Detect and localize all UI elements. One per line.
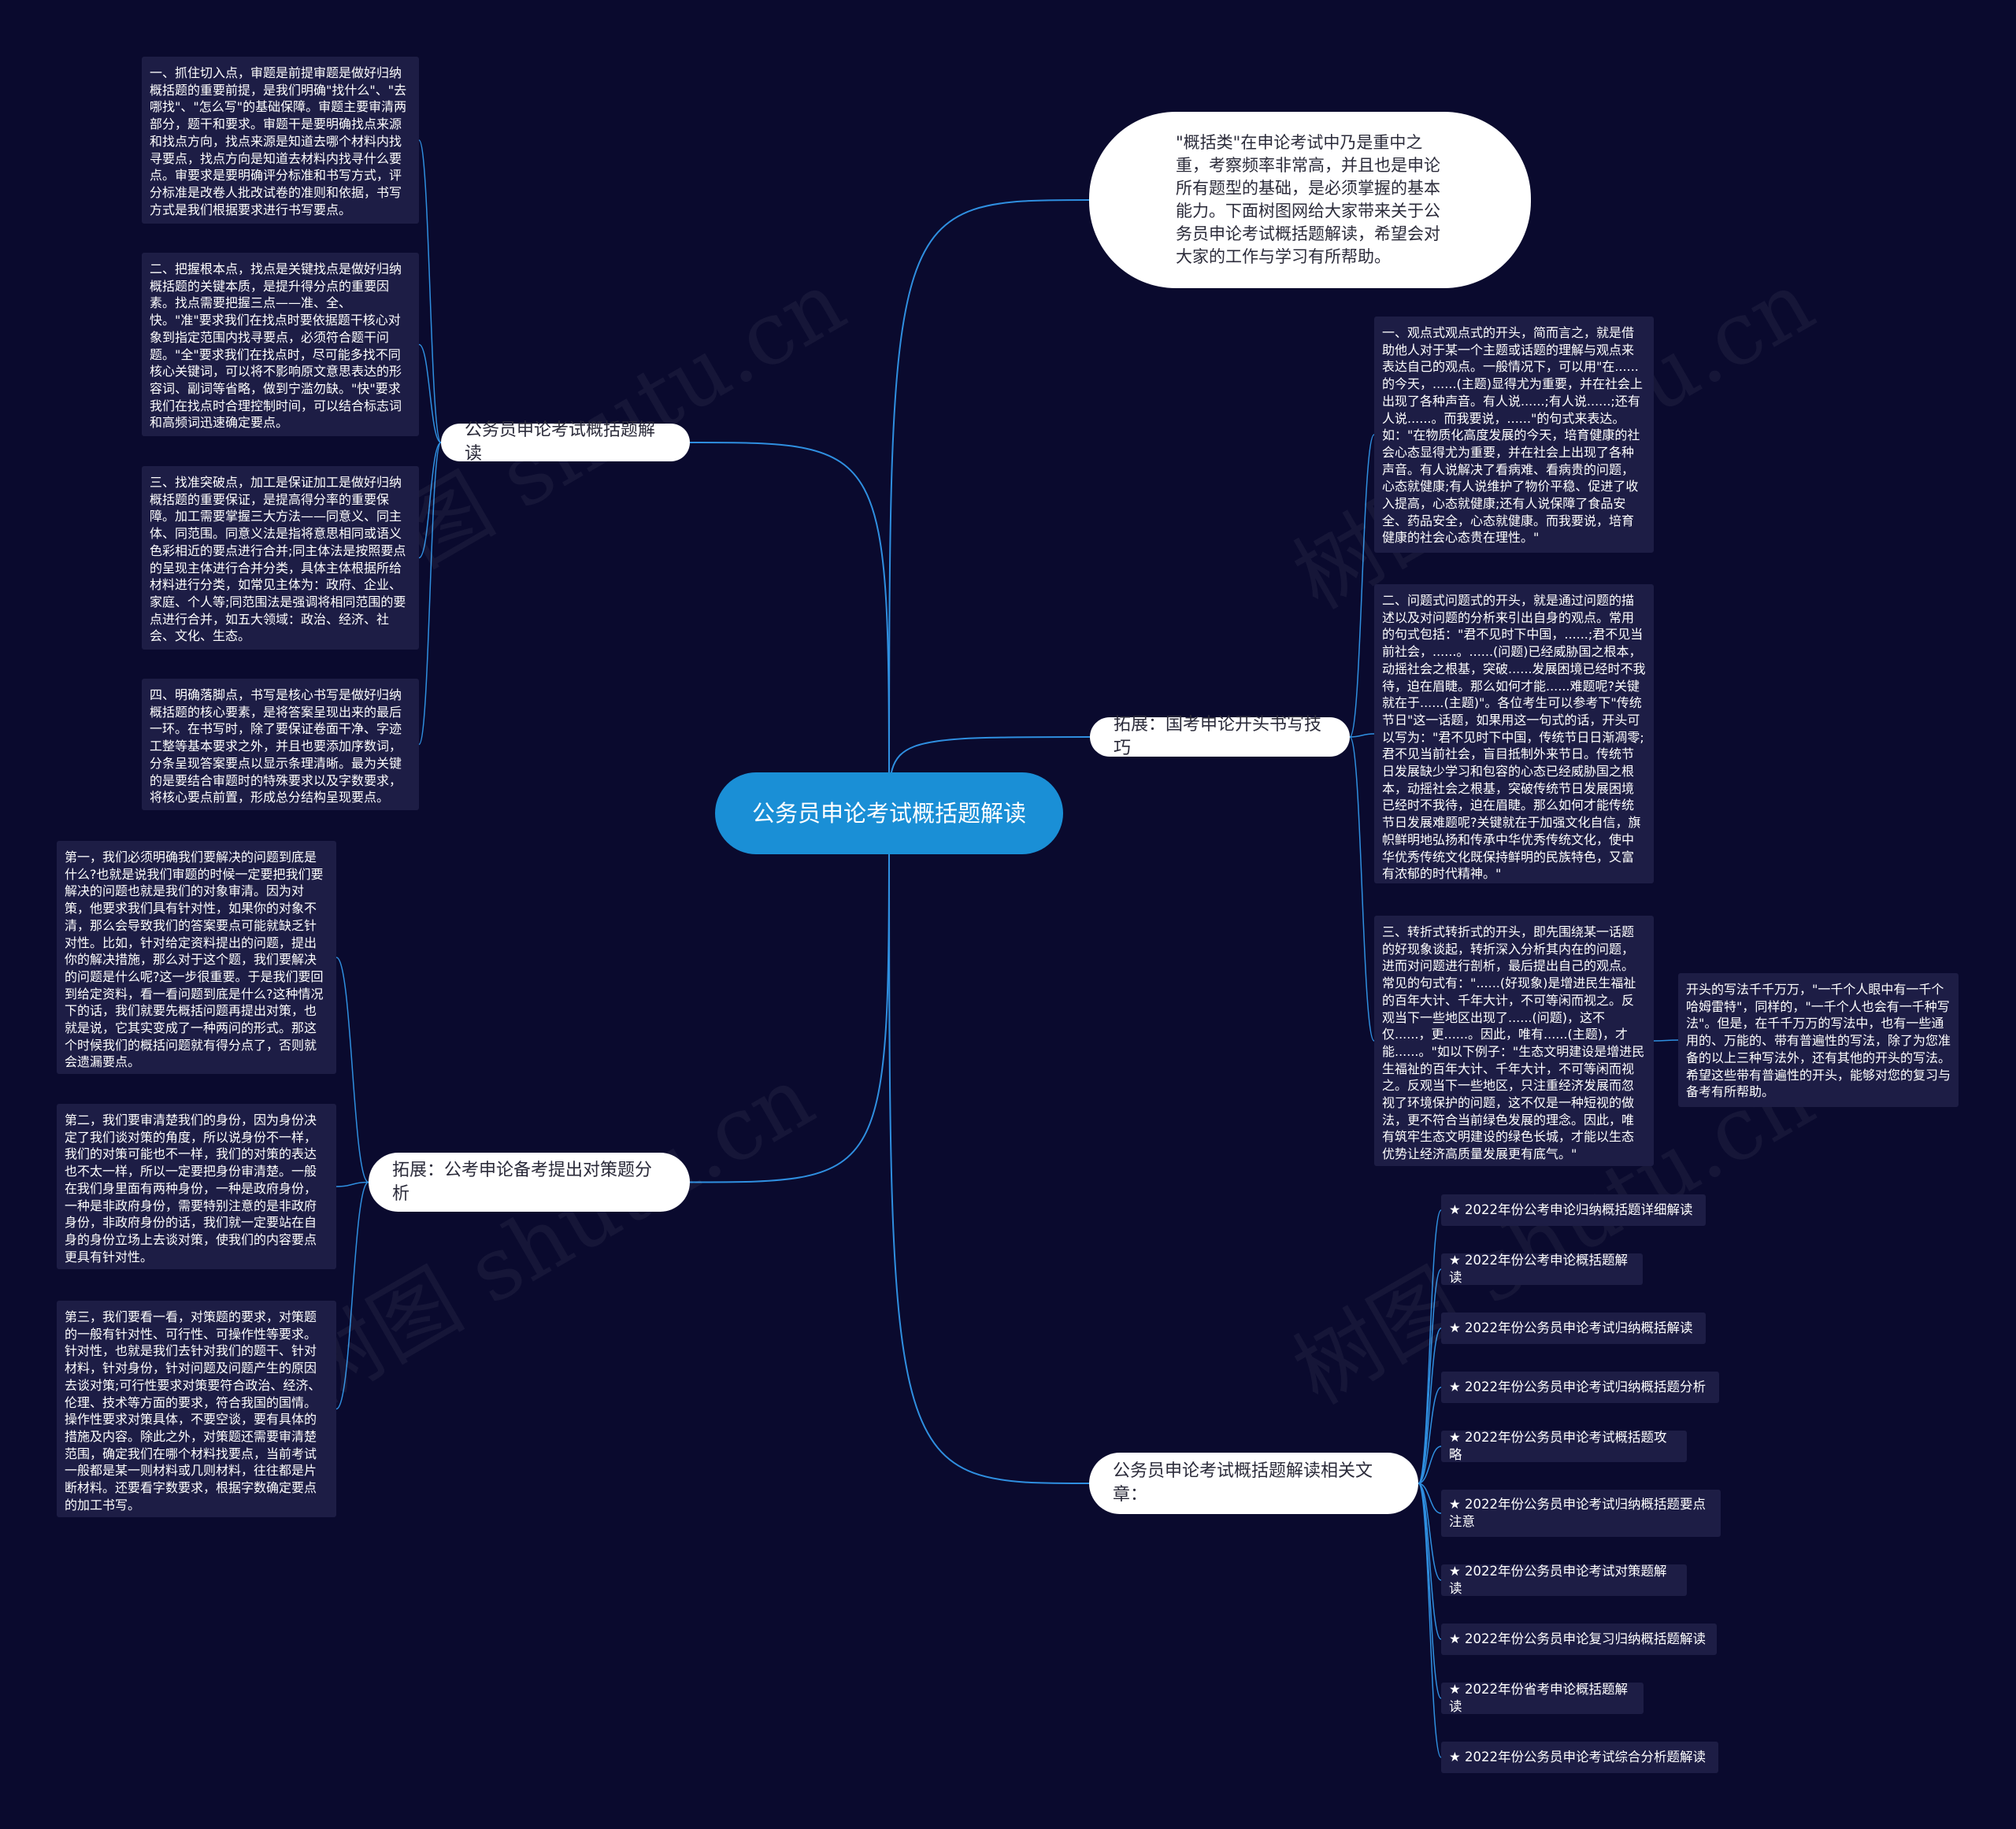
related-article-link[interactable]: ★ 2022年份公务员申论考试概括题攻略 — [1441, 1430, 1687, 1462]
related-article-link[interactable]: ★ 2022年份公务员申论复习归纳概括题解读 — [1441, 1624, 1717, 1655]
connector-line — [418, 442, 442, 746]
branch-policy-analysis[interactable]: 拓展：公考申论备考提出对策题分析 — [369, 1153, 690, 1212]
branch-related-articles[interactable]: 公务员申论考试概括题解读相关文章： — [1089, 1453, 1418, 1514]
related-article-link[interactable]: ★ 2022年份省考申论概括题解读 — [1441, 1682, 1644, 1714]
connector-line — [1349, 733, 1375, 738]
connector-line — [1418, 1483, 1442, 1514]
opening-style-viewpoint: 一、观点式观点式的开头，简而言之，就是借助他人对于某一个主题或话题的理解与观点来… — [1374, 317, 1654, 553]
connector-line — [1418, 1483, 1442, 1581]
opening-style-turning: 三、转折式转折式的开头，即先围绕某一话题的好现象谈起，转折深入分析其内在的问题，… — [1374, 916, 1654, 1166]
connector-line — [1349, 736, 1375, 1042]
connector-line — [335, 1181, 369, 1410]
connector-line — [1349, 434, 1375, 738]
central-topic[interactable]: 公务员申论考试概括题解读 — [715, 772, 1063, 854]
related-article-link[interactable]: ★ 2022年份公务员申论考试归纳概括解读 — [1441, 1313, 1706, 1344]
connector-line — [1418, 1483, 1442, 1699]
opening-style-question: 二、问题式问题式的开头，就是通过问题的描述以及对问题的分析来引出自身的观点。常用… — [1374, 584, 1654, 883]
connector-line — [1418, 1209, 1442, 1484]
interpret-point-2: 二、把握根本点，找点是关键找点是做好归纳概括题的关键本质，是提升得分点的重要因素… — [142, 253, 419, 436]
related-article-link[interactable]: ★ 2022年份公务员申论考试综合分析题解读 — [1441, 1742, 1718, 1773]
connector-line — [1418, 1387, 1442, 1484]
connector-line — [335, 957, 369, 1183]
policy-point-3: 第三，我们要看一看，对策题的要求，对策题的一般有针对性、可行性、可操作性等要求。… — [57, 1301, 336, 1517]
related-article-link[interactable]: ★ 2022年份公务员申论考试归纳概括题要点注意 — [1441, 1490, 1721, 1537]
connector-line — [1418, 1327, 1442, 1484]
connector-line — [1653, 1039, 1679, 1042]
opening-note: 开头的写法千千万万，"一千个人眼中有一千个哈姆雷特"，同样的，"一千个人也会有一… — [1678, 973, 1959, 1107]
connector-line — [888, 813, 1090, 1484]
connector-line — [1418, 1268, 1442, 1484]
branch-opening-skills[interactable]: 拓展：国考申论开头书写技巧 — [1090, 715, 1350, 758]
connector-line — [888, 199, 1090, 814]
connector-line — [418, 343, 442, 443]
connector-line — [418, 139, 442, 443]
intro-bubble[interactable]: "概括类"在申论考试中乃是重中之重，考察频率非常高，并且也是申论所有题型的基础，… — [1089, 112, 1531, 288]
related-article-link[interactable]: ★ 2022年份公务员申论考试归纳概括题分析 — [1441, 1372, 1719, 1403]
related-article-link[interactable]: ★ 2022年份公务员申论考试对策题解读 — [1441, 1564, 1687, 1596]
connector-line — [1418, 1483, 1442, 1758]
interpret-point-4: 四、明确落脚点，书写是核心书写是做好归纳概括题的核心要素，是将答案呈现出来的最后… — [142, 679, 419, 810]
policy-point-1: 第一，我们必须明确我们要解决的问题到底是什么?也就是说我们审题的时候一定要把我们… — [57, 841, 336, 1074]
policy-point-2: 第二，我们要审清楚我们的身份，因为身份决定了我们谈对策的角度，所以说身份不一样，… — [57, 1104, 336, 1269]
interpret-point-1: 一、抓住切入点，审题是前提审题是做好归纳概括题的重要前提，是我们明确"找什么"、… — [142, 57, 419, 224]
related-article-link[interactable]: ★ 2022年份公考申论概括题解读 — [1441, 1253, 1643, 1285]
connector-line — [335, 1181, 369, 1187]
branch-interpret[interactable]: 公务员申论考试概括题解读 — [441, 420, 690, 464]
interpret-point-3: 三、找准突破点，加工是保证加工是做好归纳概括题的重要保证，是提高得分率的重要保障… — [142, 466, 419, 650]
connector-line — [689, 813, 890, 1183]
connector-line — [1418, 1446, 1442, 1484]
connector-line — [418, 442, 442, 559]
connector-line — [1418, 1483, 1442, 1640]
related-article-link[interactable]: ★ 2022年份公考申论归纳概括题详细解读 — [1441, 1194, 1706, 1226]
connector-line — [689, 442, 890, 814]
